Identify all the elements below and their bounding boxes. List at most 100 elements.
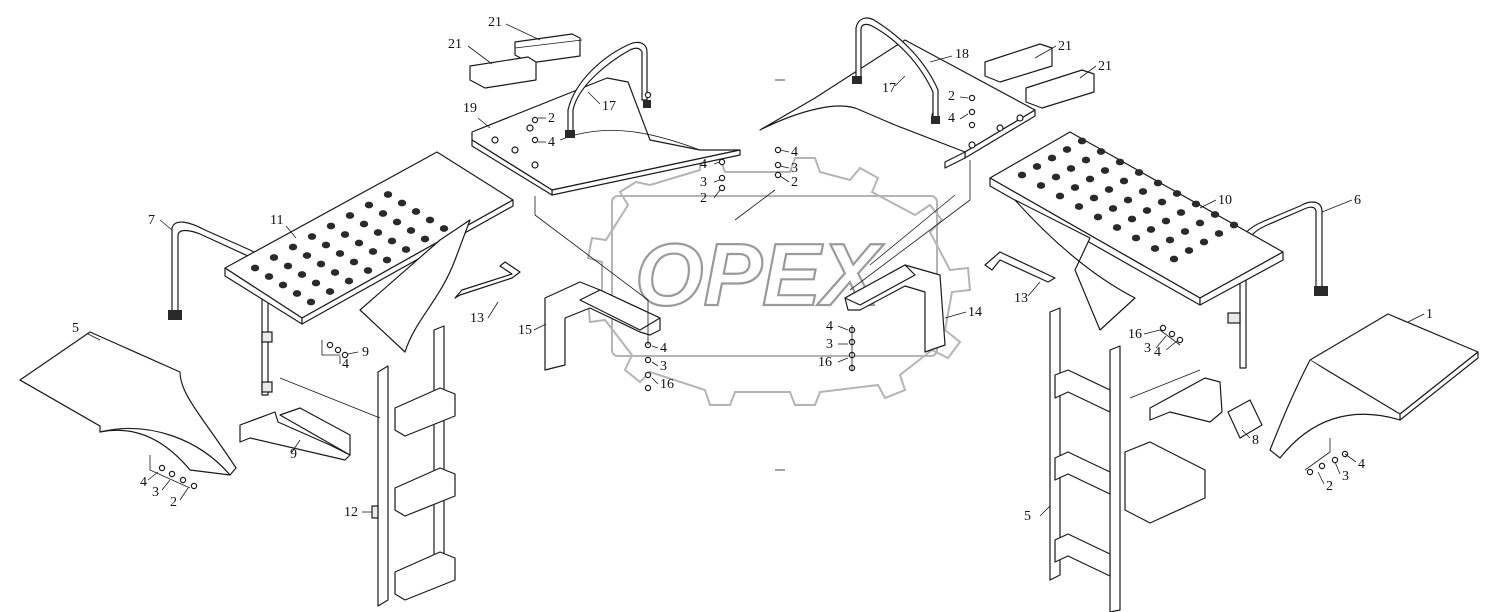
tread-bump: [1119, 177, 1129, 185]
callout-c21b: 21: [448, 37, 462, 52]
callout-c5l: 5: [72, 321, 79, 336]
callout-leader: [1407, 313, 1425, 323]
fastener: [644, 91, 652, 99]
fastener: [718, 174, 726, 182]
tread-bump: [1199, 238, 1209, 246]
callout-c2j: 2: [1326, 479, 1333, 494]
callout-c4c: 4: [948, 111, 955, 126]
tread-bump: [1134, 169, 1144, 176]
tread-bump: [364, 201, 374, 209]
callout-leader: [505, 23, 541, 41]
tread-bump: [1165, 236, 1175, 244]
bracket-9: [239, 407, 351, 461]
tread-bump: [1077, 137, 1087, 145]
callout-c12: 12: [344, 505, 358, 520]
tread-bump: [1161, 217, 1171, 225]
tread-bump: [1093, 213, 1103, 221]
tread-bump: [1157, 198, 1167, 206]
tread-bump: [1051, 173, 1061, 181]
tread-bump: [1195, 219, 1205, 227]
callout-c13r: 13: [1014, 291, 1028, 306]
fastener: [158, 464, 166, 472]
callout-c21d: 21: [1098, 59, 1112, 74]
tread-bump: [439, 225, 449, 232]
tread-bump: [250, 264, 260, 272]
callout-leader: [87, 333, 101, 341]
tread-bump: [1180, 228, 1190, 235]
callout-c2c: 2: [948, 89, 955, 104]
callout-c4h: 4: [826, 319, 833, 334]
callout-c16a: 16: [660, 377, 674, 392]
tread-bumps: [250, 191, 449, 306]
callout-c4f: 4: [140, 475, 147, 490]
tread-bump: [344, 277, 354, 285]
tread-bump: [340, 231, 350, 238]
tread-bump: [269, 254, 279, 261]
callout-leader: [1334, 461, 1341, 475]
callout-c9b: 9: [290, 447, 297, 462]
tread-bump: [363, 267, 373, 274]
callout-c2f: 2: [170, 495, 177, 510]
tread-bump: [335, 250, 345, 257]
pad-21-lower-left: [469, 56, 537, 89]
callout-leader: [487, 301, 499, 319]
callout-leader: [929, 55, 953, 63]
tread-bump: [1169, 255, 1179, 263]
callout-c16b: 16: [818, 355, 832, 370]
tread-bump: [283, 262, 293, 270]
callout-c14: 14: [968, 305, 982, 320]
tread-bump: [1191, 200, 1201, 208]
callout-c3g: 3: [660, 359, 667, 374]
fastener: [774, 146, 782, 154]
callout-leader: [291, 439, 301, 453]
fasteners: [158, 91, 1349, 490]
tread-bump: [1104, 186, 1114, 193]
callout-c3b: 3: [700, 175, 707, 190]
fastener: [326, 341, 334, 349]
callout-c8: 8: [1252, 433, 1259, 448]
callout-leader: [651, 345, 659, 349]
fender-5-left: [19, 331, 237, 476]
tread-bump: [1062, 146, 1072, 153]
callout-c10: 10: [1218, 193, 1232, 208]
callout-c3j: 3: [1342, 469, 1349, 484]
tread-bump: [345, 212, 355, 219]
pad-21-upper-left: [514, 33, 583, 64]
callout-leader: [779, 165, 790, 169]
tread-bump: [1214, 230, 1224, 237]
handrail-17-right: [852, 17, 940, 124]
callout-c13l: 13: [470, 311, 484, 326]
tread-bump: [1055, 192, 1065, 200]
callout-leader: [587, 91, 601, 105]
callout-c3i: 3: [1144, 341, 1151, 356]
tread-bump: [1138, 188, 1148, 195]
tread-bump: [1081, 156, 1091, 164]
step-13-left: [454, 261, 521, 299]
platform-19: [471, 77, 741, 196]
tread-bump: [1210, 211, 1220, 218]
tread-bump: [411, 208, 421, 215]
callout-c15: 15: [518, 323, 532, 338]
callout-c4a: 4: [548, 135, 555, 150]
tread-bump: [316, 260, 326, 268]
tread-bump: [311, 279, 321, 287]
fastener: [774, 161, 782, 169]
fastener: [644, 384, 652, 392]
tread-bump: [1074, 203, 1084, 210]
fastener: [968, 94, 976, 102]
callout-leader: [837, 357, 849, 363]
callout-leader: [713, 179, 721, 183]
tread-bump: [406, 227, 416, 234]
fastener: [644, 356, 652, 364]
callout-leader: [837, 325, 849, 331]
callout-c16c: 16: [1128, 327, 1142, 342]
tread-bump: [1153, 179, 1163, 187]
tread-bump: [1146, 226, 1156, 233]
callout-leader: [1027, 281, 1041, 297]
callout-c18: 18: [955, 47, 969, 62]
watermark-text: OPEX: [635, 225, 885, 324]
fastener: [1159, 324, 1167, 332]
ladder-12: [371, 325, 456, 607]
pad-21-upper-right: [984, 43, 1053, 83]
